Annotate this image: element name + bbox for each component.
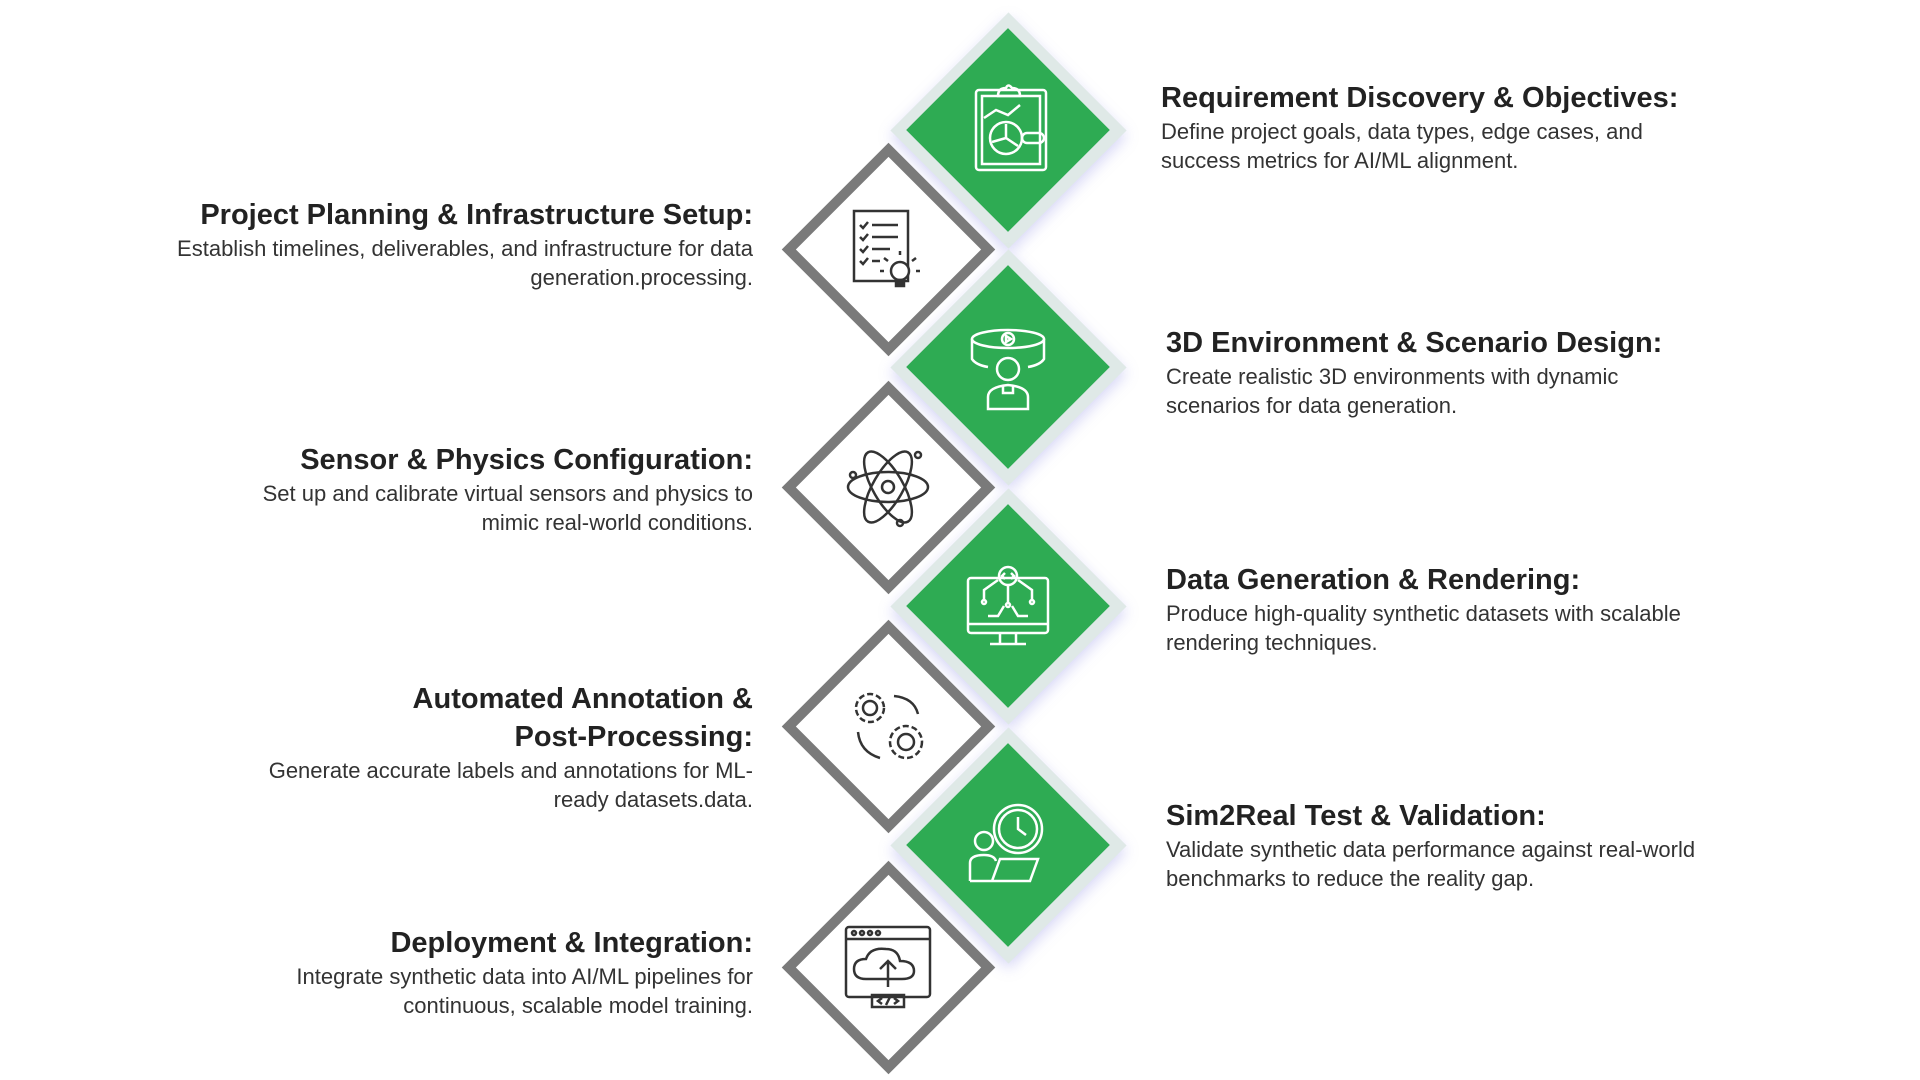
step-3-text: 3D Environment & Scenario Design: Create… <box>1166 324 1686 420</box>
checklist-lightbulb-icon <box>852 209 920 288</box>
clipboard-analytics-icon <box>974 84 1048 172</box>
step-description: Integrate synthetic data into AI/ML pipe… <box>296 964 753 1018</box>
user-clock-laptop-icon <box>968 803 1044 883</box>
step-5-text: Data Generation & Rendering: Produce hig… <box>1166 561 1766 657</box>
step-title: Automated Annotation & Post-Processing: <box>412 683 753 753</box>
step-description: Create realistic 3D environments with dy… <box>1166 364 1619 418</box>
step-title: 3D Environment & Scenario Design: <box>1166 327 1663 359</box>
step-description: Produce high-quality synthetic datasets … <box>1166 601 1681 655</box>
step-title: Project Planning & Infrastructure Setup: <box>200 199 753 231</box>
cloud-upload-code-icon <box>844 925 932 1009</box>
step-title: Deployment & Integration: <box>390 927 753 959</box>
vr-user-icon <box>970 328 1046 411</box>
step-2-text: Project Planning & Infrastructure Setup:… <box>113 196 753 292</box>
step-description: Set up and calibrate virtual sensors and… <box>262 481 753 535</box>
monitor-gear-icon <box>966 565 1050 646</box>
step-title: Requirement Discovery & Objectives: <box>1161 82 1679 114</box>
atom-icon <box>846 450 930 528</box>
step-title: Data Generation & Rendering: <box>1166 564 1581 596</box>
step-description: Establish timelines, deliverables, and i… <box>177 236 753 290</box>
step-description: Validate synthetic data performance agai… <box>1166 837 1696 891</box>
step-description: Define project goals, data types, edge c… <box>1161 119 1643 173</box>
step-1-text: Requirement Discovery & Objectives: Defi… <box>1161 79 1721 175</box>
gears-icon <box>854 692 924 760</box>
step-4-text: Sensor & Physics Configuration: Set up a… <box>113 441 753 537</box>
step-6-text: Automated Annotation & Post-Processing: … <box>113 680 753 814</box>
step-8-text: Deployment & Integration: Integrate synt… <box>113 924 753 1020</box>
step-description: Generate accurate labels and annotations… <box>268 758 753 812</box>
step-title: Sensor & Physics Configuration: <box>300 444 753 476</box>
step-title: Sim2Real Test & Validation: <box>1166 800 1546 832</box>
step-7-text: Sim2Real Test & Validation: Validate syn… <box>1166 797 1776 893</box>
